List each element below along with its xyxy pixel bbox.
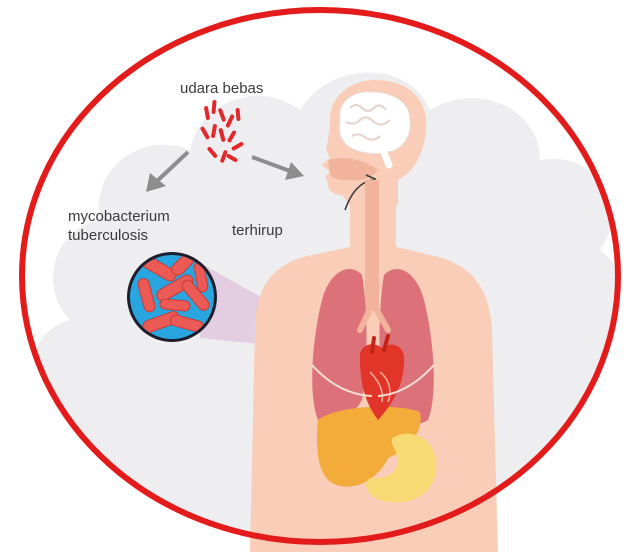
inhaled-label: terhirup (232, 222, 283, 240)
airborne-label: udara bebas (180, 80, 263, 98)
bacterium-label-line1: mycobacterium (68, 208, 170, 226)
trachea (365, 180, 379, 310)
bacterium-label-line2: tuberculosis (68, 227, 148, 245)
